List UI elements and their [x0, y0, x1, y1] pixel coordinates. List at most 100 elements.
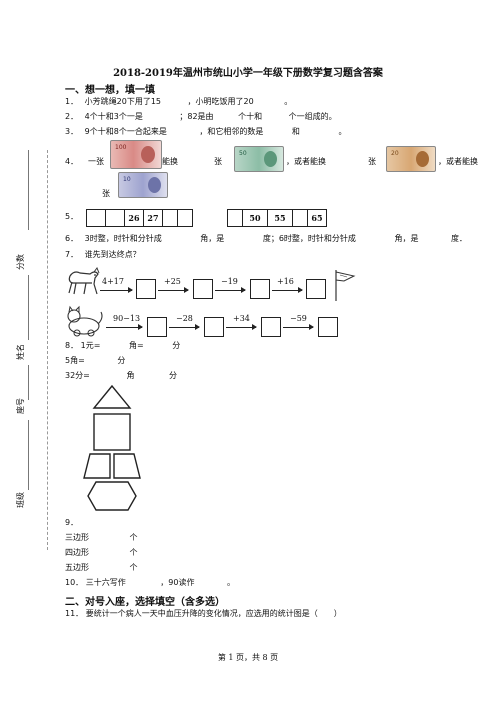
row2-answer-box-1[interactable] — [147, 317, 167, 337]
grid2-cell: 50 — [242, 209, 268, 227]
q7-text: 谁先到达终点？ — [84, 250, 141, 259]
page-footer: 第 1 页，共 8 页 — [217, 653, 279, 662]
q6-text-d: 角，是 — [394, 234, 419, 243]
q4-number: 4． — [65, 157, 79, 166]
q4-text-c: 张 — [214, 157, 222, 166]
row2-answer-box-3[interactable] — [261, 317, 281, 337]
row1-label-1: 4+17 — [102, 277, 124, 286]
row2-answer-box-2[interactable] — [204, 317, 224, 337]
row2-arrow-3 — [226, 324, 257, 330]
q3-text-b: ，和它相邻的数是 — [199, 127, 264, 136]
seat-line — [28, 365, 29, 400]
q2-text-c: 个十和 — [238, 112, 263, 121]
row2-arrow-4 — [283, 324, 314, 330]
row2-label-3: +34 — [233, 314, 250, 323]
q9-triangle-line: 三边形 个 — [65, 533, 138, 543]
question-6: 6． 3时整，时针和分针成 角，是 度；6时整，时针和分针成 角，是 度． — [65, 234, 467, 244]
side-label-score: 分数 — [16, 254, 25, 270]
q4-text-e: 张 — [368, 157, 376, 166]
row1-arrow-4 — [272, 287, 303, 293]
banknote-50-icon: 50 — [234, 146, 284, 172]
q10-text-a: 三十六写作 — [85, 578, 126, 587]
question-2: 2． 4个十和3个一是 ；82是由 个十和 个一组成的。 — [65, 112, 337, 122]
hexagon-shape — [87, 481, 137, 511]
q9-quad-line: 四边形 个 — [65, 548, 138, 558]
q3-text-c: 和 — [291, 127, 300, 136]
row2-label-1: 90−13 — [113, 314, 141, 323]
shapes-figure — [83, 384, 141, 511]
q6-text-e: 度． — [451, 234, 468, 243]
grid2-cell: 65 — [307, 209, 327, 227]
q2-text-b: ；82是由 — [179, 112, 214, 121]
q6-text-b: 角，是 — [200, 234, 225, 243]
banknote-20-icon: 20 — [386, 146, 436, 172]
row2-answer-box-4[interactable] — [318, 317, 338, 337]
q11-number: 11． — [65, 609, 84, 618]
row1-arrow-1 — [100, 287, 133, 293]
q8-text-3b: 角 — [126, 371, 135, 380]
grid1-cell[interactable] — [177, 209, 193, 227]
section-heading-2: 二、对号入座，选择填空（含多选） — [65, 597, 225, 608]
right-trapezoid-shape — [113, 453, 141, 479]
q9-unit: 个 — [129, 563, 138, 572]
q8-text-1b: 角= — [128, 341, 144, 350]
side-label-name: 姓名 — [16, 344, 25, 360]
row1-arrow-3 — [215, 287, 246, 293]
q10-number: 10． — [65, 578, 84, 587]
row1-answer-box-4[interactable] — [306, 279, 326, 299]
grid1-cell[interactable] — [105, 209, 125, 227]
q2-text-d: 个一组成的。 — [288, 112, 337, 121]
row1-arrow-2 — [158, 287, 189, 293]
question-1: 1． 小芳跳绳20下用了15 ，小明吃饭用了20 。 — [65, 97, 292, 107]
question-8-line-2: 5角= 分 — [65, 356, 125, 366]
grid1-cell[interactable] — [162, 209, 178, 227]
cat-icon — [67, 305, 103, 337]
question-8-line-3: 32分= 角 分 — [65, 371, 177, 381]
q8-text-3c: 分 — [168, 371, 177, 380]
q9-triangle-label: 三边形 — [65, 533, 89, 542]
q4-text-d: ，或者能换 — [286, 157, 326, 166]
row1-answer-box-3[interactable] — [250, 279, 270, 299]
grid2-cell[interactable] — [292, 209, 308, 227]
q1-number: 1． — [65, 97, 79, 106]
row2-arrow-1 — [106, 324, 143, 330]
q8-text-2b: 分 — [117, 356, 126, 365]
q8-number: 8． — [65, 341, 79, 350]
number-grid-2: 50 55 65 — [227, 209, 327, 227]
question-10: 10． 三十六写作 ，90读作 。 — [65, 578, 235, 588]
row2-label-2: −28 — [176, 314, 193, 323]
q4-text-g: 张 — [102, 189, 110, 198]
q11-text: 要统计一个病人一天中血压升降的变化情况，应选用的统计图是（ ） — [85, 609, 342, 618]
grid1-cell: 26 — [124, 209, 144, 227]
q4-text-a: 一张 — [88, 157, 104, 166]
flag-icon — [335, 270, 356, 301]
row1-label-3: −19 — [221, 277, 238, 286]
q8-text-2a: 5角= — [65, 356, 85, 365]
q2-number: 2． — [65, 112, 79, 121]
row2-label-4: −59 — [290, 314, 307, 323]
q6-number: 6． — [65, 234, 79, 243]
grid1-cell[interactable] — [86, 209, 106, 227]
row1-answer-box-2[interactable] — [193, 279, 213, 299]
banknote-100-icon: 100 — [110, 140, 162, 169]
q1-text-a: 小芳跳绳20下用了15 — [84, 97, 161, 106]
q8-text-1c: 分 — [172, 341, 181, 350]
horse-icon — [68, 266, 100, 295]
side-label-class: 班级 — [16, 492, 25, 508]
row1-label-2: +25 — [164, 277, 181, 286]
grid2-cell: 55 — [267, 209, 293, 227]
banknote-10-icon: 10 — [118, 172, 168, 198]
q5-number: 5． — [65, 212, 79, 221]
grid2-cell[interactable] — [227, 209, 243, 227]
q1-text-c: 。 — [284, 97, 293, 106]
q9-pent-label: 五边形 — [65, 563, 89, 572]
q3-text-d: 。 — [338, 127, 347, 136]
q10-text-b: ，90读作 — [160, 578, 195, 587]
row1-answer-box-1[interactable] — [136, 279, 156, 299]
q6-text-c: 度；6时整，时针和分针成 — [262, 234, 356, 243]
row2-arrow-2 — [169, 324, 200, 330]
question-8-line-1: 8． 1元= 角= 分 — [65, 341, 180, 351]
question-11: 11． 要统计一个病人一天中血压升降的变化情况，应选用的统计图是（ ） — [65, 609, 342, 619]
q8-text-1a: 1元= — [80, 341, 101, 350]
binding-dashed-line — [47, 150, 48, 550]
